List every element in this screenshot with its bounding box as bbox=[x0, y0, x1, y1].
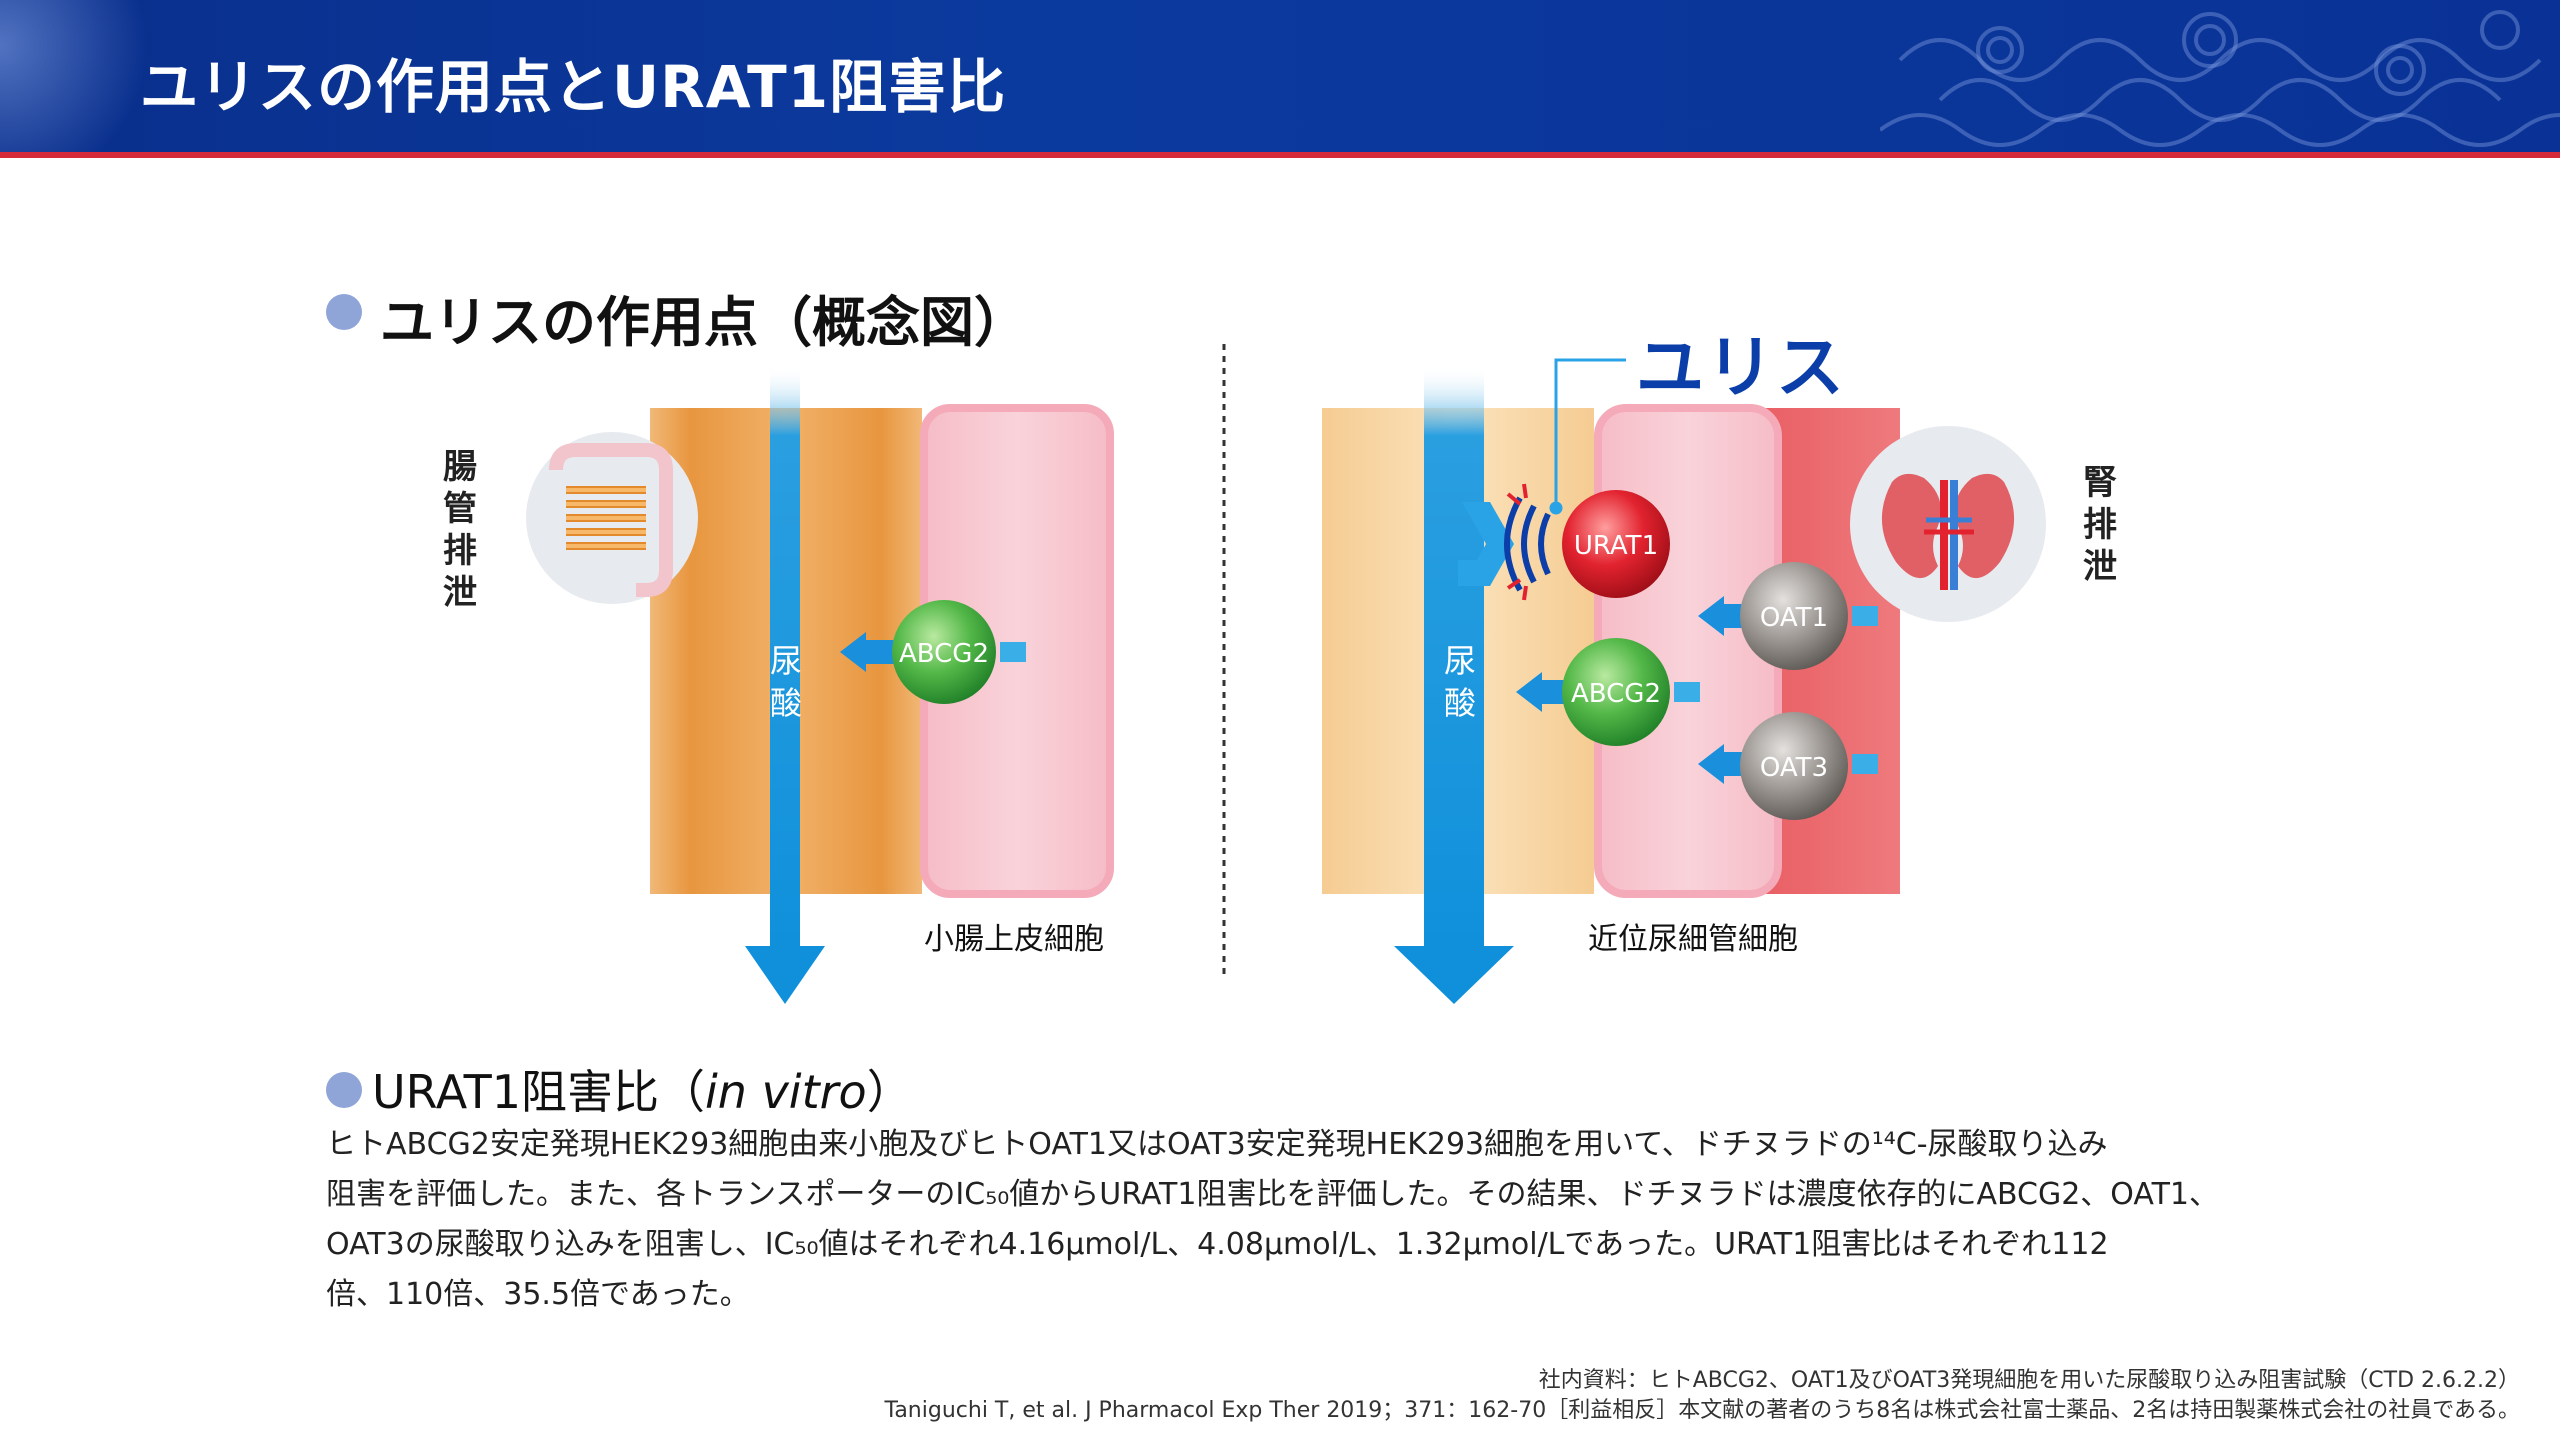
inhibition-chevron-icon bbox=[1458, 502, 1514, 586]
uric-acid-flow-arrow-left bbox=[745, 366, 825, 1004]
abcg2-transporter-right: ABCG2 bbox=[1516, 638, 1700, 746]
intestine-icon bbox=[526, 432, 698, 604]
inhibition-title-italic: in vitro bbox=[705, 1065, 867, 1119]
oat3-transporter: OAT3 bbox=[1698, 712, 1878, 820]
kidney-icon bbox=[1850, 426, 2046, 622]
small-intestine-cell-label: 小腸上皮細胞 bbox=[924, 922, 1104, 957]
inhibition-signal-icon bbox=[1504, 496, 1551, 592]
abcg2-label-left: ABCG2 bbox=[899, 639, 989, 669]
uric-acid-text-right: 尿酸 bbox=[1443, 642, 1476, 722]
header-glow bbox=[0, 0, 180, 152]
spark-icon bbox=[1506, 483, 1528, 601]
uric-acid-label-right: 尿酸 bbox=[1440, 640, 1480, 724]
brand-pointer bbox=[1549, 358, 1626, 515]
urat1-label: URAT1 bbox=[1574, 531, 1658, 561]
abcg2-transporter-left: ABCG2 bbox=[840, 600, 1026, 704]
oat1-transporter: OAT1 bbox=[1698, 562, 1878, 670]
inhibition-description: ヒトABCG2安定発現HEK293細胞由来小胞及びヒトOAT1又はOAT3安定発… bbox=[326, 1120, 2246, 1320]
description-line: 倍、110倍、35.5倍であった。 bbox=[326, 1277, 750, 1312]
intestinal-excretion-label: 腸管排泄 bbox=[440, 446, 480, 614]
description-line: 阻害を評価した。また、各トランスポーターのIC₅₀値からURAT1阻害比を評価し… bbox=[326, 1177, 2219, 1212]
oat1-label: OAT1 bbox=[1760, 603, 1828, 633]
page-title: ユリスの作用点とURAT1阻害比 bbox=[140, 53, 1007, 121]
section-bullet bbox=[326, 294, 362, 330]
header-bar bbox=[0, 0, 2560, 152]
abcg2-label-right: ABCG2 bbox=[1571, 679, 1661, 709]
description-line: ヒトABCG2安定発現HEK293細胞由来小胞及びヒトOAT1又はOAT3安定発… bbox=[326, 1127, 2108, 1162]
section-title-mechanism: ユリスの作用点（概念図） bbox=[380, 291, 1028, 354]
section-title-inhibition: URAT1阻害比（in vitro） bbox=[372, 1056, 913, 1122]
intestinal-excretion-text: 腸管排泄 bbox=[443, 447, 477, 613]
urat1-transporter: URAT1 bbox=[1562, 490, 1670, 598]
inhibition-title-end: ） bbox=[866, 1065, 913, 1119]
description-line: OAT3の尿酸取り込みを阻害し、IC₅₀値はそれぞれ4.16μmol/L、4.0… bbox=[326, 1227, 2109, 1262]
brand-name: ユリス bbox=[1636, 329, 1847, 408]
renal-excretion-text: 腎排泄 bbox=[2083, 463, 2117, 587]
uric-acid-label-left: 尿酸 bbox=[766, 640, 806, 724]
uric-acid-text-left: 尿酸 bbox=[769, 642, 802, 722]
section-bullet bbox=[326, 1072, 362, 1108]
inhibition-title-main: URAT1阻害比（ bbox=[372, 1065, 706, 1119]
uric-acid-flow-arrow-right bbox=[1394, 366, 1514, 1004]
wave-pattern-icon bbox=[1880, 10, 2560, 147]
header-divider bbox=[0, 152, 2560, 158]
proximal-tubule-cell-label: 近位尿細管細胞 bbox=[1588, 922, 1798, 957]
reference-internal: 社内資料：ヒトABCG2、OAT1及びOAT3発現細胞を用いた尿酸取り込み阻害試… bbox=[1538, 1368, 2520, 1393]
oat3-label: OAT3 bbox=[1760, 753, 1828, 783]
reference-citation: Taniguchi T, et al. J Pharmacol Exp Ther… bbox=[884, 1398, 2520, 1423]
renal-excretion-label: 腎排泄 bbox=[2080, 462, 2120, 588]
